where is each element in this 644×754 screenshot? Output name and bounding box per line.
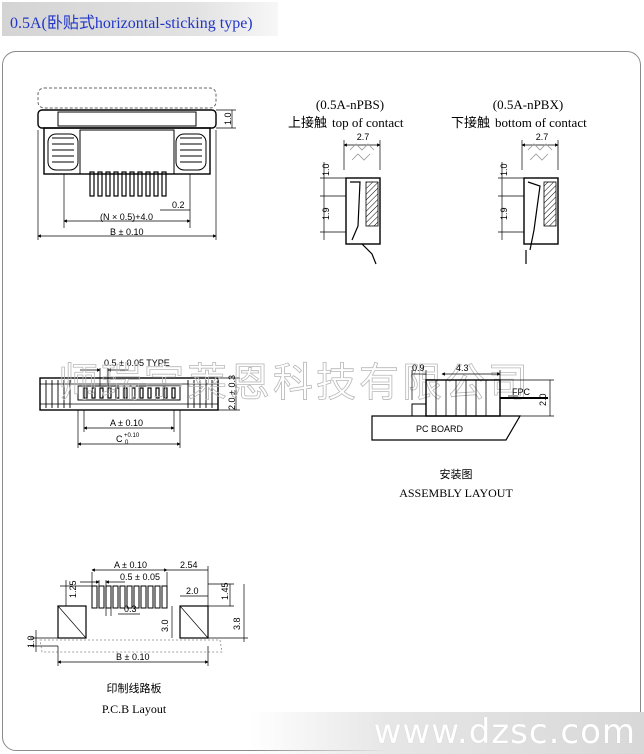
- actuator-outline: [37, 87, 217, 109]
- pcb-dim-145: 1.45: [220, 582, 230, 600]
- front-view: [39, 368, 240, 448]
- pbx-dim-upper: 1.0: [499, 163, 509, 176]
- top-view: [37, 87, 236, 240]
- assembly-dim-body: 4.3: [456, 363, 469, 373]
- pcb-dim-20: 2.0: [186, 586, 199, 596]
- assembly-title-en: ASSEMBLY LAYOUT: [399, 486, 513, 500]
- assembly-title-cn: 安装图: [440, 467, 473, 481]
- pin-row: [89, 171, 167, 197]
- assembly-dim-left: 0.9: [412, 363, 425, 373]
- contact-window: [79, 129, 175, 175]
- pbx-contact-cn: 下接触: [451, 115, 490, 130]
- pcb-right-pad: [179, 605, 209, 639]
- front-dim-pitch: 0.5 ± 0.05 TYPE: [104, 358, 170, 368]
- site-watermark-text: www.dzsc.com: [373, 712, 636, 752]
- pcb-dim-pitch: 0.5 ± 0.05: [120, 572, 160, 582]
- left-latch: [47, 133, 79, 171]
- front-dim-c-tol-lower: 0: [125, 440, 129, 446]
- connector-body: [43, 127, 211, 175]
- front-dim-c: C: [116, 434, 123, 444]
- pcb-title-en: P.C.B Layout: [102, 702, 167, 716]
- pbs-side-view: [320, 140, 381, 265]
- top-dim-b: B ± 0.10: [110, 227, 143, 237]
- front-dim-a: A ± 0.10: [110, 418, 143, 428]
- site-watermark: www.dzsc.com: [250, 712, 644, 754]
- pcb-dim-10: 1.0: [26, 635, 36, 648]
- connector-slot: [57, 111, 197, 127]
- pcb-dim-a: A ± 0.10: [114, 560, 147, 570]
- pcb-dim-254: 2.54: [180, 560, 198, 570]
- pbs-model: (0.5A-nPBS): [316, 97, 384, 112]
- pbx-model: (0.5A-nPBX): [493, 97, 563, 112]
- pcb-dim-b: B ± 0.10: [116, 652, 149, 662]
- pbs-contact-en: top of contact: [332, 115, 404, 130]
- header-bar: 0.5A(卧贴式horizontal-sticking type): [2, 2, 278, 36]
- assembly-fpc-label: FPC: [512, 387, 531, 397]
- pcb-dim-30: 3.0: [160, 619, 170, 632]
- assembly-layout-view: [371, 370, 554, 441]
- front-body: [39, 377, 219, 411]
- pcb-layout-view: [30, 566, 248, 666]
- pbx-side-view: [498, 140, 559, 264]
- pbs-dim-width: 2.7: [357, 132, 370, 142]
- pcb-signal-pads: [91, 585, 168, 609]
- page-title: 0.5A(卧贴式horizontal-sticking type): [10, 15, 253, 32]
- pcb-dim-125: 1.25: [68, 580, 78, 598]
- front-dim-c-tol-upper: +0.10: [124, 433, 140, 439]
- pcb-title-cn: 印制线路板: [107, 681, 162, 695]
- assembly-dim-height: 2.0: [538, 393, 548, 406]
- pbs-dim-upper: 1.0: [321, 163, 331, 176]
- right-latch: [175, 133, 207, 171]
- pbs-dim-lower: 1.9: [321, 207, 331, 220]
- front-dim-height: 2.0 ± 0.3: [227, 375, 237, 410]
- pbs-contact-cn: 上接触: [288, 115, 327, 130]
- top-dim-height: 1.0: [223, 112, 233, 125]
- pbx-housing: [523, 177, 559, 245]
- pcb-dim-38: 3.8: [232, 617, 242, 630]
- top-dim-pitch: (N × 0.5)+4.0: [100, 212, 153, 222]
- assembly-pcb-label: PC BOARD: [416, 424, 464, 434]
- connector-top-bar: [37, 109, 217, 129]
- pbx-dim-width: 2.7: [536, 132, 549, 142]
- pbx-contact-en: bottom of contact: [495, 115, 587, 130]
- pbs-housing: [345, 177, 381, 245]
- pbx-dim-lower: 1.9: [499, 207, 509, 220]
- pcb-left-pad: [57, 605, 87, 639]
- company-watermark: 师瑞宇莱恩科技有限公司: [58, 360, 531, 405]
- pcb-dim-03: 0.3: [124, 604, 137, 614]
- top-dim-tab: 0.2: [172, 200, 185, 210]
